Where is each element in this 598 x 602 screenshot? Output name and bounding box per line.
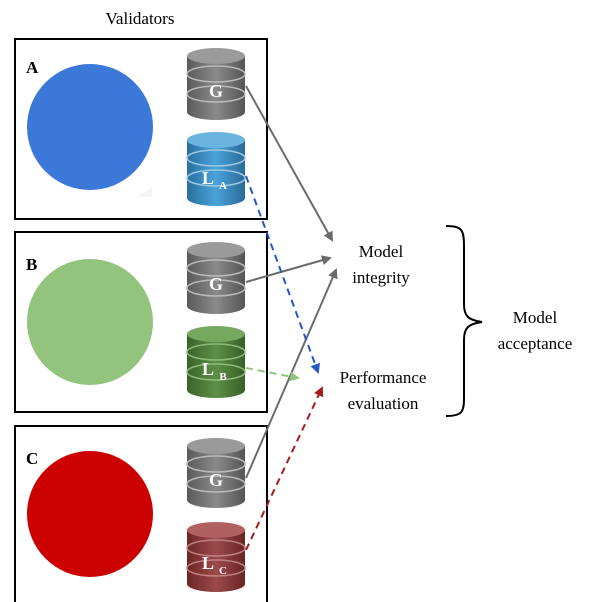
validator-b-panel: B G L B	[14, 231, 268, 413]
validators-title: Validators	[106, 9, 175, 28]
validator-a-letter: A	[26, 58, 39, 77]
validator-a-local-sub: A	[219, 180, 227, 192]
performance-evaluation-label: Performance evaluation	[340, 368, 427, 413]
validator-c-local-sub: C	[219, 565, 227, 577]
model-integrity-line2: integrity	[352, 268, 410, 287]
model-acceptance-label: Model acceptance	[498, 308, 573, 353]
validator-b-global-label: G	[209, 274, 223, 294]
model-integrity-label: Model integrity	[352, 242, 410, 287]
validator-a-avatar	[27, 64, 153, 190]
validator-b-local-sub: B	[219, 371, 227, 383]
arrow-b-global-to-integrity	[245, 255, 332, 283]
model-acceptance-line1: Model	[513, 308, 558, 327]
validator-a-local-label: L	[202, 168, 214, 188]
acceptance-brace	[445, 225, 483, 417]
validator-a-local-db: L A	[186, 132, 246, 206]
arrow-b-local-to-performance	[245, 367, 300, 382]
validator-c-global-db: G	[186, 438, 246, 508]
validator-b-letter: B	[26, 255, 37, 274]
validator-b-local-db: L B	[186, 326, 246, 398]
validator-c-local-label: L	[202, 553, 214, 573]
arrow-a-local-to-performance	[245, 175, 320, 374]
validator-a-global-db: G	[186, 48, 246, 120]
validator-c-panel: C G L C	[14, 425, 268, 602]
validator-c-letter: C	[26, 449, 38, 468]
arrow-c-local-to-performance	[245, 386, 324, 551]
validator-c-local-db: L C	[186, 522, 246, 592]
performance-evaluation-line2: evaluation	[348, 394, 419, 413]
model-acceptance-line2: acceptance	[498, 334, 573, 353]
model-integrity-line1: Model	[359, 242, 404, 261]
arrow-a-global-to-integrity	[245, 85, 333, 242]
validator-b-global-db: G	[186, 242, 246, 314]
validator-c-avatar	[27, 451, 153, 577]
validator-b-avatar	[27, 259, 153, 385]
validator-a-panel: A G L A	[14, 38, 268, 220]
validator-b-local-label: L	[202, 359, 214, 379]
validator-a-global-label: G	[209, 81, 223, 101]
validator-c-global-label: G	[209, 470, 223, 490]
performance-evaluation-line1: Performance	[340, 368, 427, 387]
